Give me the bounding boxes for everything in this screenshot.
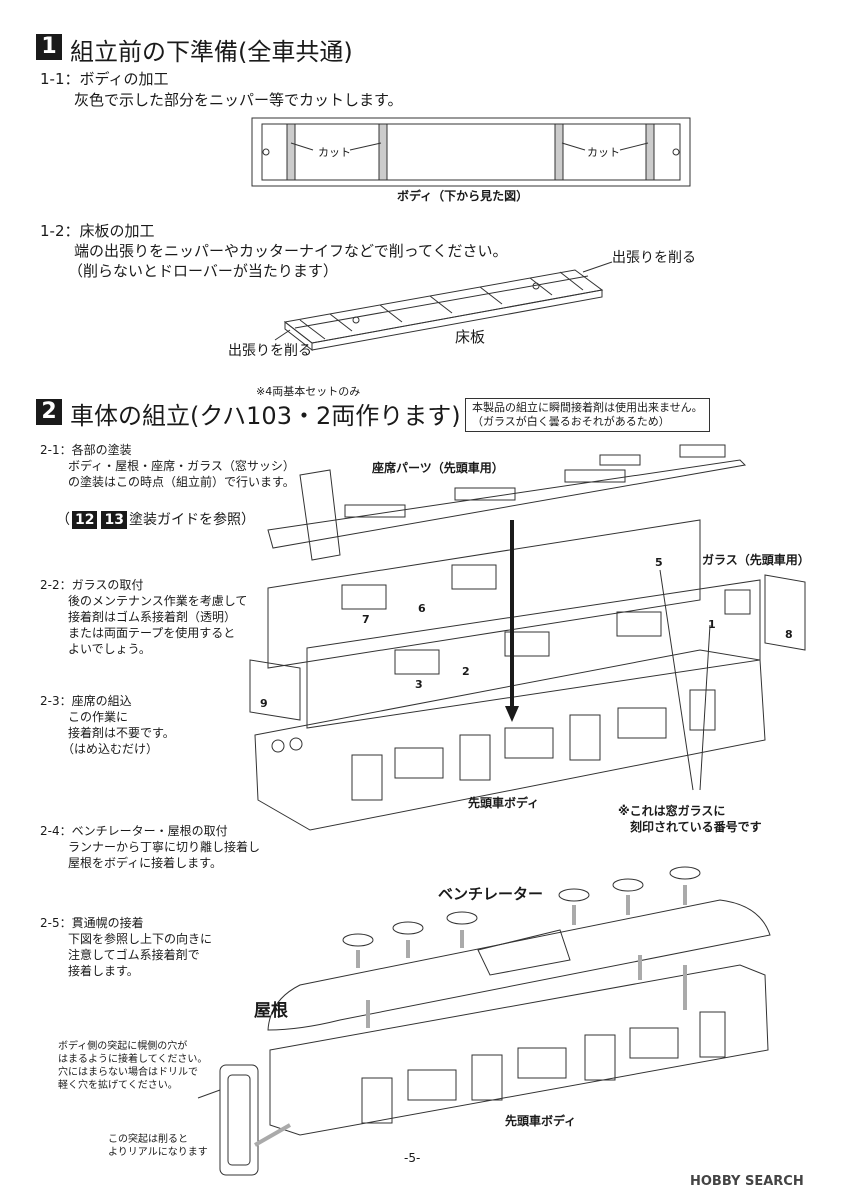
step2-1-line2: の塗装はこの時点（組立前）で行います。	[68, 475, 295, 489]
warning-line2: （ガラスが白く曇るおそれがあるため）	[472, 415, 670, 428]
glass-number: 7	[362, 613, 370, 626]
callout-left: 出張りを削る	[228, 343, 312, 359]
page-number: -5-	[404, 1151, 421, 1165]
floor-plate-illustration	[274, 261, 613, 352]
ventilators-illustration	[342, 866, 701, 968]
lead-car-body2-illustration	[269, 955, 769, 1136]
floor-plate-caption: 床板	[455, 328, 486, 346]
step2-2-label: 2-2：ガラスの取付	[40, 578, 144, 592]
step2-3-label: 2-3：座席の組込	[40, 694, 132, 708]
page-badge-12: 12	[72, 511, 98, 529]
glass-number: 3	[415, 678, 423, 691]
glass-number: 9	[260, 697, 268, 710]
adhesive-warning: 本製品の組立に瞬間接着剤は使用出来ません。 （ガラスが白く曇るおそれがあるため）	[465, 398, 710, 432]
page-badge-13: 13	[101, 511, 127, 529]
step2-2-line1: 後のメンテナンス作業を考慮して	[68, 594, 248, 608]
watermark: HOBBY SEARCH	[690, 1174, 804, 1189]
step1-2-line2: （削らないとドローバーが当たります）	[68, 262, 338, 280]
step2-5-line3: 接着します。	[68, 964, 139, 978]
section2-note: ※4両基本セットのみ	[256, 385, 361, 398]
step2-1-label: 2-1：各部の塗装	[40, 443, 132, 457]
glass-number: 5	[655, 556, 663, 569]
section2-title: 車体の組立(クハ103・2両作ります)	[70, 402, 461, 430]
step1-2-label: 1-2：床板の加工	[40, 222, 155, 240]
horo-note-line3: 穴にはまらない場合はドリルで	[58, 1067, 198, 1078]
step2-5-line1: 下図を参照し上下の向きに	[68, 932, 213, 946]
lead-car-body-label: 先頭車ボディ	[468, 796, 540, 810]
glass-number: 6	[418, 602, 426, 615]
gangway-bellows-illustration	[197, 1064, 291, 1176]
step2-2-line4: よいでしょう。	[68, 642, 151, 656]
section1-title: 組立前の下準備(全車共通)	[70, 38, 353, 66]
step1-1-label: 1-1：ボディの加工	[40, 70, 169, 88]
paint-guide-text: 塗装ガイドを参照）	[128, 512, 255, 528]
step2-5-label: 2-5：貫通幌の接着	[40, 916, 144, 930]
callout-right: 出張りを削る	[612, 250, 696, 266]
seat-parts-illustration	[267, 444, 747, 561]
step2-3-line3: （はめ込むだけ）	[62, 742, 159, 756]
section1-number: 1	[36, 34, 62, 60]
body-bottom-view-illustration	[251, 117, 691, 187]
glass-number: 2	[462, 665, 470, 678]
step2-3-line2: 接着剤は不要です。	[68, 726, 175, 740]
horo-note-line2: はまるように接着してください。	[58, 1054, 208, 1065]
seat-parts-label: 座席パーツ（先頭車用）	[372, 461, 504, 475]
glass-number: 8	[785, 628, 793, 641]
roof-label: 屋根	[254, 1001, 288, 1021]
lead-car-body-illustration	[254, 520, 766, 831]
cut-note-line1: この突起は削ると	[108, 1134, 188, 1145]
ventilator-label: ベンチレーター	[438, 885, 544, 903]
roof-illustration	[267, 899, 771, 1031]
glass-number: 1	[708, 618, 716, 631]
cut-note-line2: よりリアルになります	[108, 1147, 208, 1158]
engraved-note-line2: 刻印されている番号です	[630, 820, 762, 834]
step2-2-line3: または両面テープを使用すると	[68, 626, 236, 640]
glass-label: ガラス（先頭車用）	[702, 553, 810, 567]
engraved-note-line1: ※これは窓ガラスに	[618, 804, 726, 818]
step2-2-line2: 接着剤はゴム系接着剤（透明）	[68, 610, 237, 624]
step2-1-line1: ボディ・屋根・座席・ガラス（窓サッシ）	[68, 459, 295, 473]
step1-2-line1: 端の出張りをニッパーやカッターナイフなどで削ってください。	[74, 242, 508, 260]
horo-note-line1: ボディ側の突起に幌側の穴が	[58, 1041, 188, 1052]
step2-4-label: 2-4：ベンチレーター・屋根の取付	[40, 824, 228, 838]
step2-3-line1: この作業に	[68, 710, 129, 724]
lead-car-body2-label: 先頭車ボディ	[505, 1114, 577, 1128]
cut-label-right: カット	[587, 146, 620, 159]
step2-5-line2: 注意してゴム系接着剤で	[68, 948, 200, 962]
body-bottom-caption: ボディ（下から見た図）	[397, 189, 529, 203]
step1-1-text: 灰色で示した部分をニッパー等でカットします。	[74, 91, 403, 109]
step2-4-line2: 屋根をボディに接着します。	[68, 856, 222, 870]
warning-line1: 本製品の組立に瞬間接着剤は使用出来ません。	[472, 401, 703, 414]
paren-open: （	[56, 512, 70, 528]
section2-number: 2	[36, 399, 62, 425]
step2-4-line1: ランナーから丁寧に切り離し接着し	[68, 840, 261, 854]
cut-label-left: カット	[318, 146, 351, 159]
horo-note-line4: 軽く穴を拡げてください。	[58, 1080, 178, 1091]
